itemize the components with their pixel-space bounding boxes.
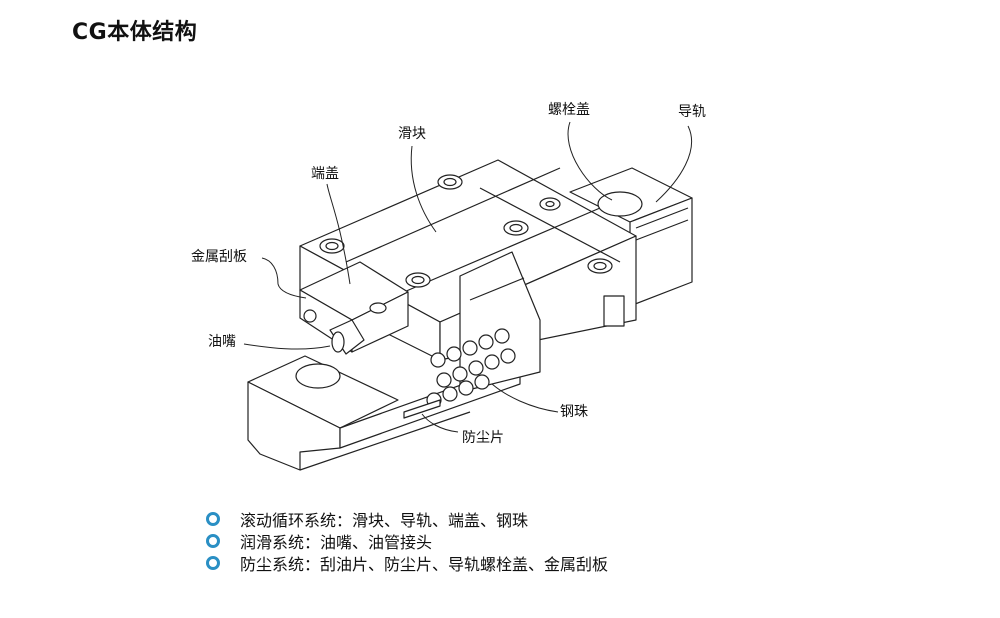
rail-bolt-cap-near: [295, 363, 341, 389]
list-item: 滚动循环系统：滑块、导轨、端盖、钢珠: [206, 508, 608, 530]
list-item-text: 滚动循环系统：滑块、导轨、端盖、钢珠: [240, 511, 529, 530]
label-end-cap: 端盖: [311, 166, 339, 182]
bullet-circle-icon: [206, 512, 220, 526]
list-item-text: 防尘系统：刮油片、防尘片、导轨螺栓盖、金属刮板: [240, 555, 609, 574]
page-title: CG本体结构: [72, 20, 198, 45]
list-item: 防尘系统：刮油片、防尘片、导轨螺栓盖、金属刮板: [206, 552, 608, 574]
list-item: 润滑系统：油嘴、油管接头: [206, 530, 608, 552]
label-rail: 导轨: [678, 104, 706, 120]
label-oil-nozzle: 油嘴: [208, 334, 236, 350]
list-item-text: 润滑系统：油嘴、油管接头: [240, 533, 433, 552]
steel-balls: [426, 328, 516, 408]
bullet-circle-icon: [206, 534, 220, 548]
bullet-circle-icon: [206, 556, 220, 570]
label-steel-ball: 钢珠: [560, 404, 588, 420]
label-metal-scraper: 金属刮板: [191, 249, 247, 265]
label-bolt-cap: 螺栓盖: [548, 102, 590, 118]
label-dust-plate: 防尘片: [462, 430, 504, 446]
label-slider: 滑块: [398, 126, 426, 142]
feature-list: 滚动循环系统：滑块、导轨、端盖、钢珠 润滑系统：油嘴、油管接头 防尘系统：刮油片…: [206, 508, 608, 574]
dust-plate: [403, 399, 441, 419]
